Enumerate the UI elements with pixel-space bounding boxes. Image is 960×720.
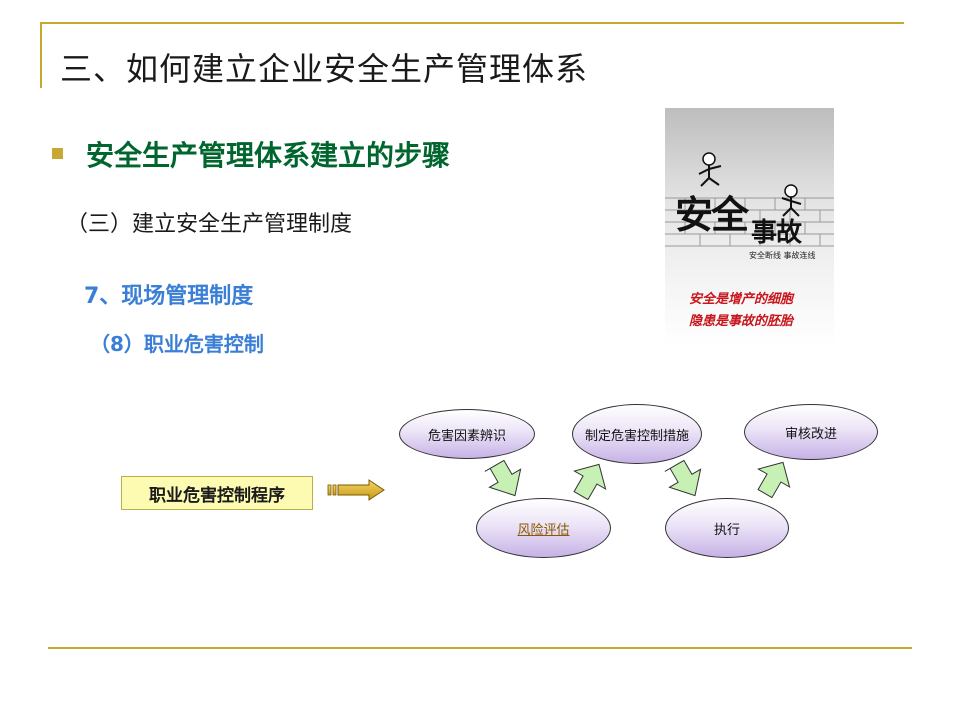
poster-caption: 安全断线 事故连线 bbox=[749, 251, 816, 260]
flow-arrow-up-icon bbox=[757, 461, 791, 498]
brick-wall-graphic bbox=[665, 197, 834, 247]
poster-slogan-2: 隐患是事故的胚胎 bbox=[689, 314, 794, 329]
step-execute: 执行 bbox=[665, 498, 789, 558]
section-heading: 安全生产管理体系建立的步骤 bbox=[86, 139, 451, 172]
step-control-measures: 制定危害控制措施 bbox=[572, 404, 702, 464]
subheading-site-management: 7、现场管理制度 bbox=[84, 284, 254, 309]
risk-assessment-link[interactable]: 风险评估 bbox=[517, 522, 570, 538]
top-border-line bbox=[40, 22, 904, 24]
subheading-step-3: （三）建立安全生产管理制度 bbox=[66, 212, 353, 237]
step-audit-improve: 审核改进 bbox=[744, 404, 878, 460]
poster-safety-text: 安全 bbox=[675, 193, 749, 237]
safety-poster-image: 安全 事故 安全断线 事故连线 安全是增产的细胞 隐患是事故的胚胎 bbox=[665, 108, 834, 346]
flow-arrow-up-icon bbox=[573, 463, 607, 500]
flow-arrow-down-icon bbox=[484, 460, 522, 497]
bullet-square-icon bbox=[52, 148, 63, 159]
step-risk-assessment[interactable]: 风险评估 bbox=[476, 498, 611, 558]
poster-slogan-1: 安全是增产的细胞 bbox=[689, 292, 794, 307]
left-border-line bbox=[40, 22, 42, 88]
cartoon-figure-icon bbox=[698, 152, 722, 187]
cartoon-figure-icon bbox=[781, 184, 802, 217]
slide-title: 三、如何建立企业安全生产管理体系 bbox=[60, 50, 589, 88]
poster-accident-text: 事故 bbox=[751, 218, 802, 248]
right-arrow-icon bbox=[327, 479, 385, 501]
flow-arrow-down-icon bbox=[664, 460, 702, 497]
bottom-border-line bbox=[48, 647, 912, 649]
process-label-box: 职业危害控制程序 bbox=[121, 476, 313, 510]
subheading-hazard-control: （8）职业危害控制 bbox=[90, 332, 264, 356]
step-hazard-identification: 危害因素辨识 bbox=[399, 409, 535, 459]
